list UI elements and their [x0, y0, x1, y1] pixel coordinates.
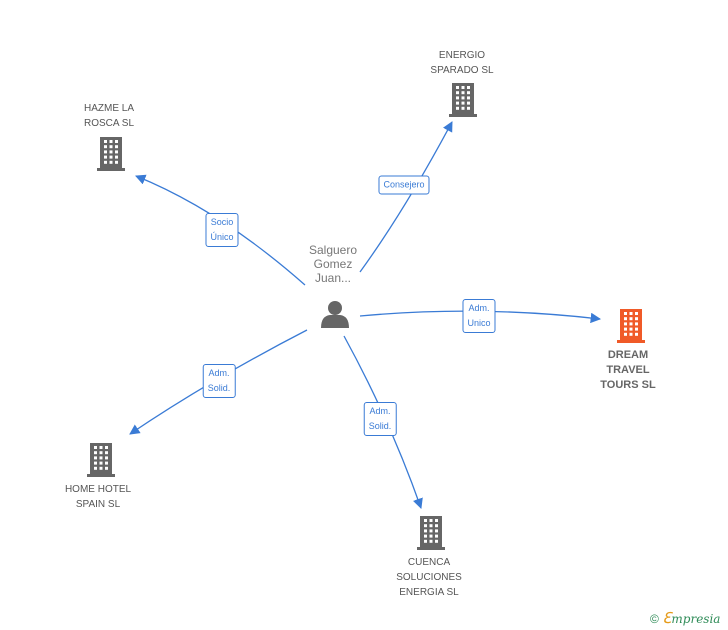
building-icon-dream[interactable] — [617, 309, 645, 343]
edge-label-home: Adm.Solid. — [202, 364, 236, 398]
person-icon[interactable] — [321, 301, 349, 328]
edge-energio — [359, 121, 453, 273]
building-icon-home[interactable] — [87, 443, 115, 477]
edges-layer — [129, 121, 602, 509]
building-icon-hazme[interactable] — [97, 137, 125, 171]
building-icon-cuenca[interactable] — [417, 516, 445, 550]
icons-layer — [87, 83, 645, 550]
building-icon-energio[interactable] — [449, 83, 477, 117]
edge-label-cuenca: Adm.Solid. — [363, 402, 397, 436]
brand-logo-icon: ℇ — [662, 609, 672, 627]
copyright-icon: © — [650, 612, 659, 626]
brand-name: mpresia — [671, 612, 721, 626]
edge-label-energio: Consejero — [378, 175, 430, 195]
brand-footer[interactable]: © ℇmpresia — [650, 609, 720, 627]
edge-label-dream: Adm.Unico — [462, 299, 496, 333]
